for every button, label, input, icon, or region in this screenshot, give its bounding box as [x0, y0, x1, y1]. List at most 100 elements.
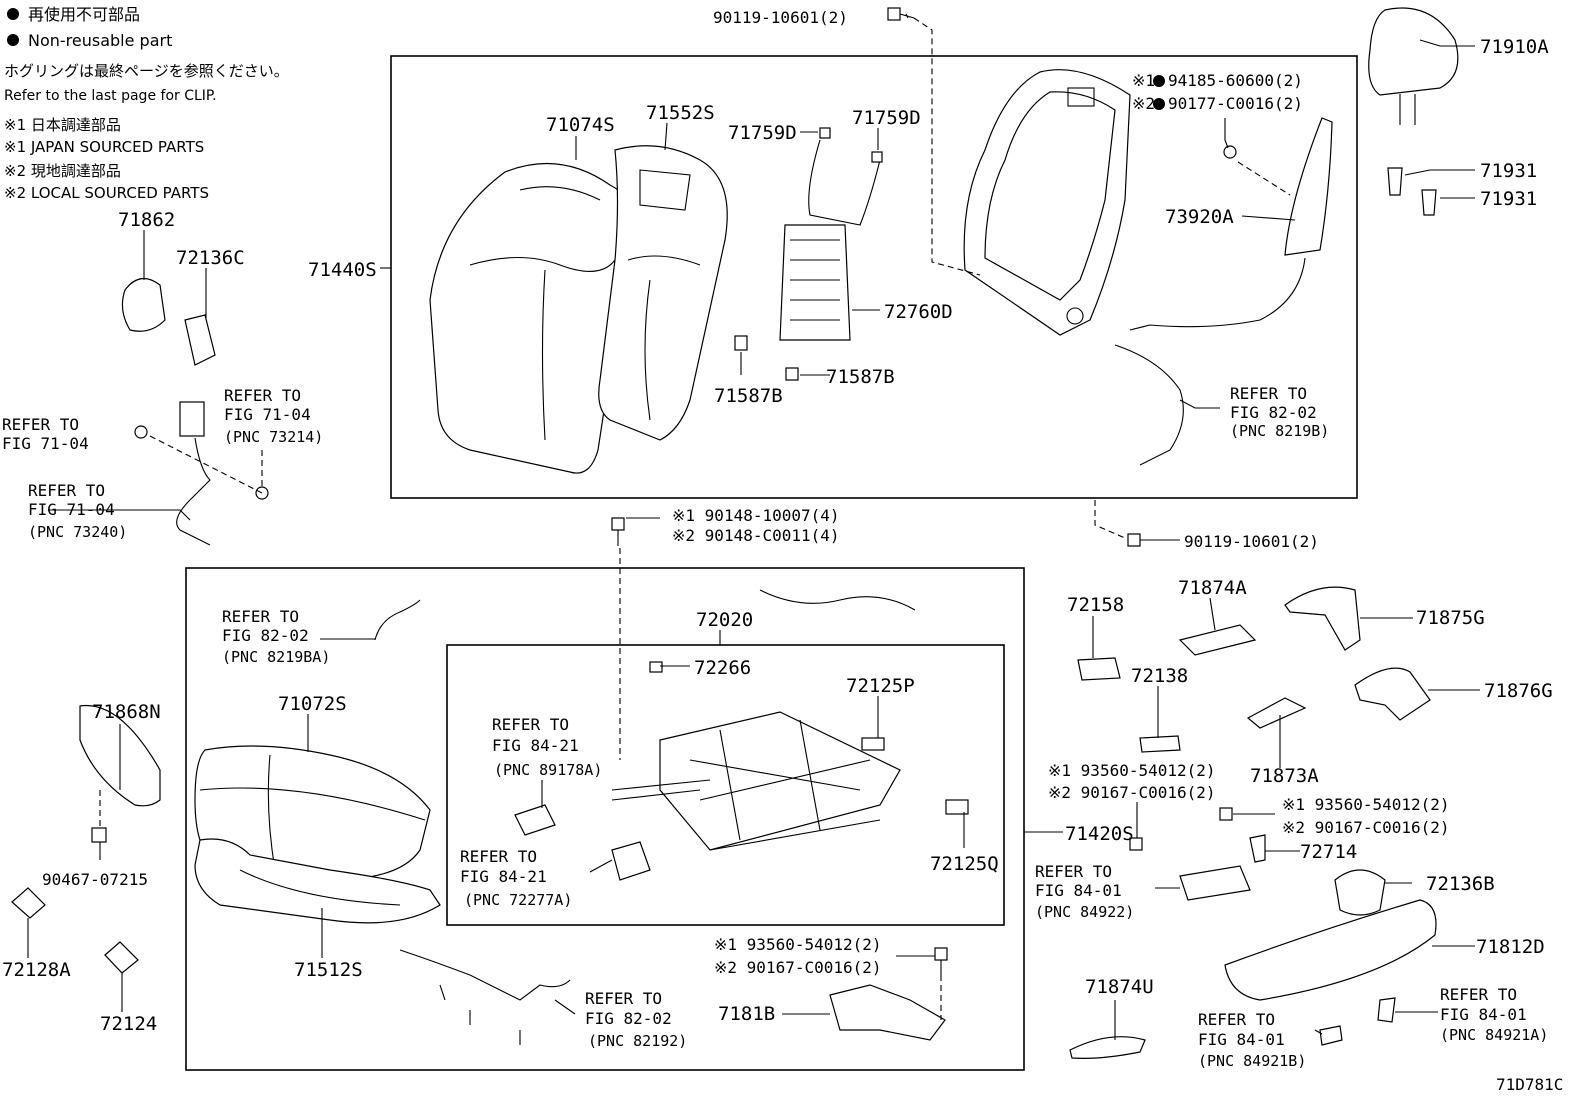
bolt-dash-line: [913, 17, 981, 276]
clip-72128A-drawing: [11, 887, 46, 919]
label-72125P: 72125P: [846, 675, 915, 697]
cover-71862-drawing: [121, 278, 166, 332]
label-fig-82-02: FIG 82-02: [1230, 403, 1317, 422]
refer-to: REFER TO: [1198, 1010, 1275, 1029]
label-pnc-84922: (PNC 84922): [1035, 903, 1134, 921]
label-71876G: 71876G: [1484, 680, 1553, 702]
cover-71874A-drawing: [1178, 624, 1257, 656]
label-71512S: 71512S: [294, 959, 363, 981]
bracket-72714-drawing: [1249, 834, 1266, 863]
leader-lines: [27, 13, 1480, 1040]
switch-72136C-drawing: [184, 314, 216, 366]
legend-en-clip: Refer to the last page for CLIP.: [4, 88, 217, 104]
label-71759D: 71759D: [728, 122, 797, 144]
label-pnc-82192: (PNC 82192): [588, 1032, 687, 1050]
label-72128A: 72128A: [2, 959, 71, 981]
refer-to: REFER TO: [28, 481, 105, 500]
label-71587B: 71587B: [826, 366, 895, 388]
label-71440S: 71440S: [308, 259, 377, 281]
seat-cushion-assembly-frame: [185, 567, 1025, 1071]
label-fig-82-02: FIG 82-02: [585, 1009, 672, 1028]
label-72020: 72020: [696, 609, 753, 631]
label-71420S: 71420S: [1065, 823, 1134, 845]
label-72266: 72266: [694, 657, 751, 679]
label-pnc-8219BA: (PNC 8219BA): [222, 648, 330, 666]
label-71910A: 71910A: [1480, 36, 1549, 58]
legend-en-nonreusable: Non-reusable part: [28, 31, 172, 50]
refer-to: REFER TO: [1035, 862, 1112, 881]
nonreusable-dot-icon: [7, 8, 19, 20]
bolt-drawing: [1129, 837, 1143, 851]
label-fig-84-21: FIG 84-21: [460, 867, 547, 886]
label-71812D: 71812D: [1476, 936, 1545, 958]
label-fig-71-04: FIG 71-04: [2, 434, 89, 453]
bolt-dash-line: [1094, 500, 1126, 539]
label-73920A: 73920A: [1165, 206, 1234, 228]
nonreusable-dot-icon: [1153, 75, 1165, 87]
switch-72136B-drawing: [1334, 869, 1386, 916]
label-90167-right2: ※2 90167-C0016(2): [1282, 818, 1450, 837]
label-90119-top: 90119-10601(2): [713, 8, 848, 27]
label-71074S: 71074S: [546, 114, 615, 136]
bolt-drawing: [1219, 807, 1233, 821]
knob-84921A-drawing: [1377, 997, 1396, 1023]
harness-8219BA-drawing: [374, 599, 421, 641]
seatback-assembly-frame: [390, 55, 1358, 499]
label-94185: 94185-60600(2): [1168, 71, 1303, 90]
label-72760D: 72760D: [884, 301, 953, 323]
legend-jp-clip: ホグリングは最終ページを参照ください。: [4, 62, 289, 80]
label-90167-cushion: ※2 90167-C0016(2): [714, 958, 882, 977]
legend-en-local: ※2 LOCAL SOURCED PARTS: [4, 184, 209, 202]
cover-71874U-drawing: [1069, 1036, 1146, 1059]
bolt-drawing: [1127, 533, 1141, 547]
label-71552S: 71552S: [646, 102, 715, 124]
label-fig-84-01: FIG 84-01: [1198, 1030, 1285, 1049]
refer-to: REFER TO: [585, 989, 662, 1008]
label-7181B: 7181B: [718, 1003, 775, 1025]
refer-to: REFER TO: [2, 415, 79, 434]
cover-71873A-drawing: [1246, 697, 1307, 729]
legend-jp-japan: ※1 日本調達部品: [4, 116, 121, 134]
label-fig-71-04: FIG 71-04: [28, 500, 115, 519]
refer-to: REFER TO: [1440, 985, 1517, 1004]
seat-adjuster-frame: [446, 644, 1005, 926]
label-90167-right: ※2 90167-C0016(2): [1048, 783, 1216, 802]
seat-cushion-cover-drawing: [194, 745, 431, 881]
adjuster-harness-drawing: [759, 589, 916, 611]
cover-72158-drawing: [1077, 657, 1121, 681]
label-72138: 72138: [1131, 665, 1188, 687]
label-71931: 71931: [1480, 188, 1537, 210]
bolt-drawing: [934, 947, 948, 975]
label-fig-82-02: FIG 82-02: [222, 626, 309, 645]
label-pnc-72277A: (PNC 72277A): [464, 891, 572, 909]
label-fig-84-21: FIG 84-21: [492, 736, 579, 755]
label-72124: 72124: [100, 1013, 157, 1035]
seatback-cover-drawing: [429, 162, 634, 474]
label-93560-right2: ※1 93560-54012(2): [1282, 795, 1450, 814]
nonreusable-dot-icon: [1153, 98, 1165, 110]
seat-cushion-pad-drawing: [194, 838, 441, 924]
label-71868N: 71868N: [92, 701, 161, 723]
seat-adjuster-drawing: [514, 661, 969, 881]
knob-84921B-drawing: [1319, 1025, 1343, 1046]
label-93560-right: ※1 93560-54012(2): [1048, 761, 1216, 780]
label-71874A: 71874A: [1178, 577, 1247, 599]
refer-to: REFER TO: [1230, 384, 1307, 403]
label-71875G: 71875G: [1416, 607, 1485, 629]
buckle-dash-line: [149, 435, 263, 494]
label-72136C: 72136C: [176, 247, 245, 269]
label-90177: 90177-C0016(2): [1168, 94, 1303, 113]
label-pnc-73214: (PNC 73214): [224, 428, 323, 446]
clip-90467-drawing: [91, 827, 107, 843]
refer-to: REFER TO: [224, 386, 301, 405]
clip-72124-drawing: [104, 941, 139, 974]
label-72125Q: 72125Q: [930, 853, 999, 875]
label-pnc-89178A: (PNC 89178A): [494, 761, 602, 779]
part-labels: 71910A 71931 71931 73920A ※1 94185-60600…: [2, 8, 1563, 1094]
lumbar-support-drawing: [734, 127, 883, 381]
label-71072S: 71072S: [278, 693, 347, 715]
marker-2: ※2: [1132, 94, 1155, 113]
headrest-guide-drawing: [1387, 167, 1403, 196]
